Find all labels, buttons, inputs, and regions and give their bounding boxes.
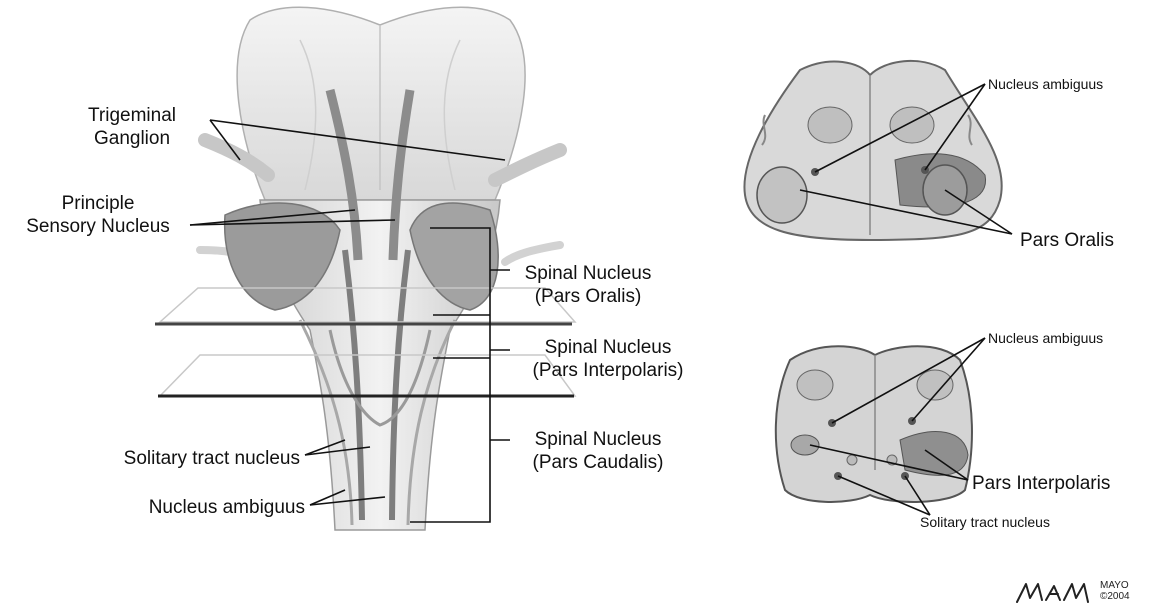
label-spinal-nucleus-caudalis: Spinal Nucleus (Pars Caudalis) bbox=[508, 428, 688, 474]
label-line: (Pars Caudalis) bbox=[508, 451, 688, 474]
label-solitary-tract-nucleus-right: Solitary tract nucleus bbox=[920, 514, 1050, 531]
label-nucleus-ambiguus-lower: Nucleus ambiguus bbox=[988, 330, 1103, 347]
label-nucleus-ambiguus-upper: Nucleus ambiguus bbox=[988, 76, 1103, 93]
copyright: MAYO ©2004 bbox=[1100, 580, 1130, 602]
label-line: Spinal Nucleus bbox=[508, 262, 668, 285]
label-line: Spinal Nucleus bbox=[508, 428, 688, 451]
label-trigeminal-ganglion: Trigeminal Ganglion bbox=[72, 104, 192, 150]
label-line: Trigeminal bbox=[72, 104, 192, 127]
label-pars-oralis: Pars Oralis bbox=[1020, 229, 1114, 252]
label-line: (Pars Oralis) bbox=[508, 285, 668, 308]
label-spinal-nucleus-interpolaris: Spinal Nucleus (Pars Interpolaris) bbox=[508, 336, 708, 382]
label-line: Ganglion bbox=[72, 127, 192, 150]
credit-year: ©2004 bbox=[1100, 591, 1130, 602]
credit-org: MAYO bbox=[1100, 580, 1130, 591]
label-nucleus-ambiguus-left: Nucleus ambiguus bbox=[80, 496, 305, 519]
label-solitary-tract-nucleus-left: Solitary tract nucleus bbox=[60, 447, 300, 470]
label-line: (Pars Interpolaris) bbox=[508, 359, 708, 382]
label-line: Principle bbox=[8, 192, 188, 215]
label-spinal-nucleus-oralis: Spinal Nucleus (Pars Oralis) bbox=[508, 262, 668, 308]
label-line: Spinal Nucleus bbox=[508, 336, 708, 359]
cerebral-lobes bbox=[237, 7, 525, 200]
label-principle-sensory-nucleus: Principle Sensory Nucleus bbox=[8, 192, 188, 238]
label-line: Sensory Nucleus bbox=[8, 215, 188, 238]
pons-section bbox=[744, 61, 1001, 240]
signature-logo bbox=[1012, 578, 1152, 606]
medulla-section bbox=[776, 346, 972, 502]
label-pars-interpolaris: Pars Interpolaris bbox=[972, 472, 1110, 495]
